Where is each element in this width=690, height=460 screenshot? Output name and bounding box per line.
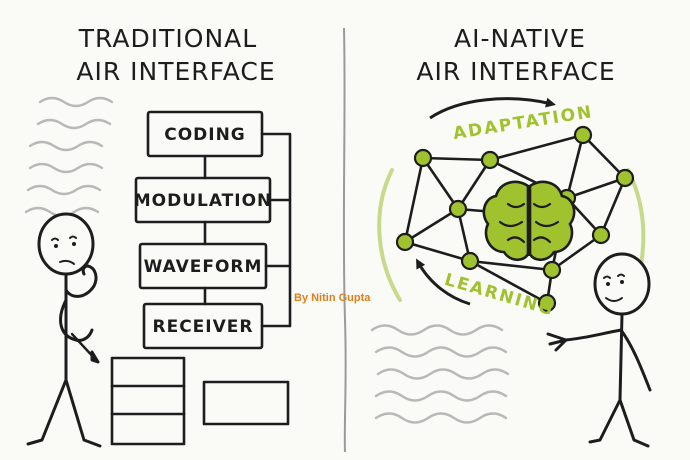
right-title-line2: AIR INTERFACE bbox=[416, 57, 615, 86]
center-divider bbox=[342, 27, 347, 453]
left-panel: TRADITIONAL AIR INTERFACE CODING MODULAT… bbox=[24, 24, 292, 448]
waveform-label: WAVEFORM bbox=[144, 257, 263, 277]
feedback-bracket bbox=[260, 132, 292, 328]
right-panel: AI-NATIVE AIR INTERFACE bbox=[370, 24, 652, 448]
brain-icon bbox=[482, 180, 576, 262]
empty-blocks bbox=[110, 356, 290, 446]
neural-network-icon bbox=[395, 125, 635, 313]
coding-label: CODING bbox=[164, 125, 246, 145]
left-title-line2: AIR INTERFACE bbox=[76, 57, 275, 86]
right-wave-lines bbox=[370, 324, 510, 424]
outer-arc-left bbox=[377, 168, 402, 302]
pipeline-flowchart: CODING MODULATION WAVEFORM RECEIVER bbox=[134, 110, 292, 350]
left-title-line1: TRADITIONAL bbox=[78, 24, 257, 53]
top-cycle-arrow bbox=[429, 97, 556, 120]
right-title-line1: AI-NATIVE bbox=[454, 24, 586, 53]
left-wave-lines bbox=[24, 96, 114, 218]
receiver-label: RECEIVER bbox=[153, 317, 254, 337]
author-credit: By Nitin Gupta bbox=[294, 292, 371, 304]
modulation-label: MODULATION bbox=[134, 191, 273, 211]
presenting-stick-figure bbox=[546, 252, 652, 448]
bottom-cycle-arrow bbox=[416, 258, 471, 306]
thinking-stick-figure bbox=[26, 212, 102, 448]
